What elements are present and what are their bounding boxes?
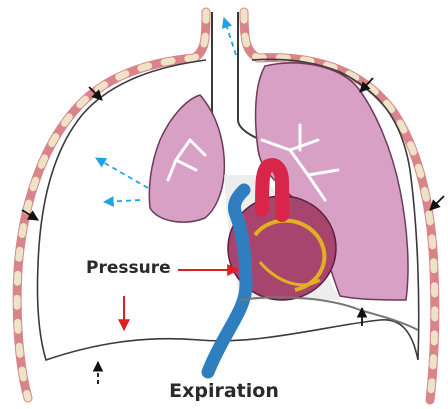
airflow-arrow-left-upper [96,158,148,188]
airflow-arrow-left-lower [104,200,140,202]
airflow-arrow-trachea [224,18,236,55]
pressure-label: Pressure [86,258,171,278]
compression-arrow-mid-right [430,196,444,210]
diaphragm [240,297,418,330]
pressure-arrows [124,270,238,330]
diagram-caption: Expiration [0,380,448,402]
left-lung [149,95,224,222]
vena-cava [208,190,246,372]
